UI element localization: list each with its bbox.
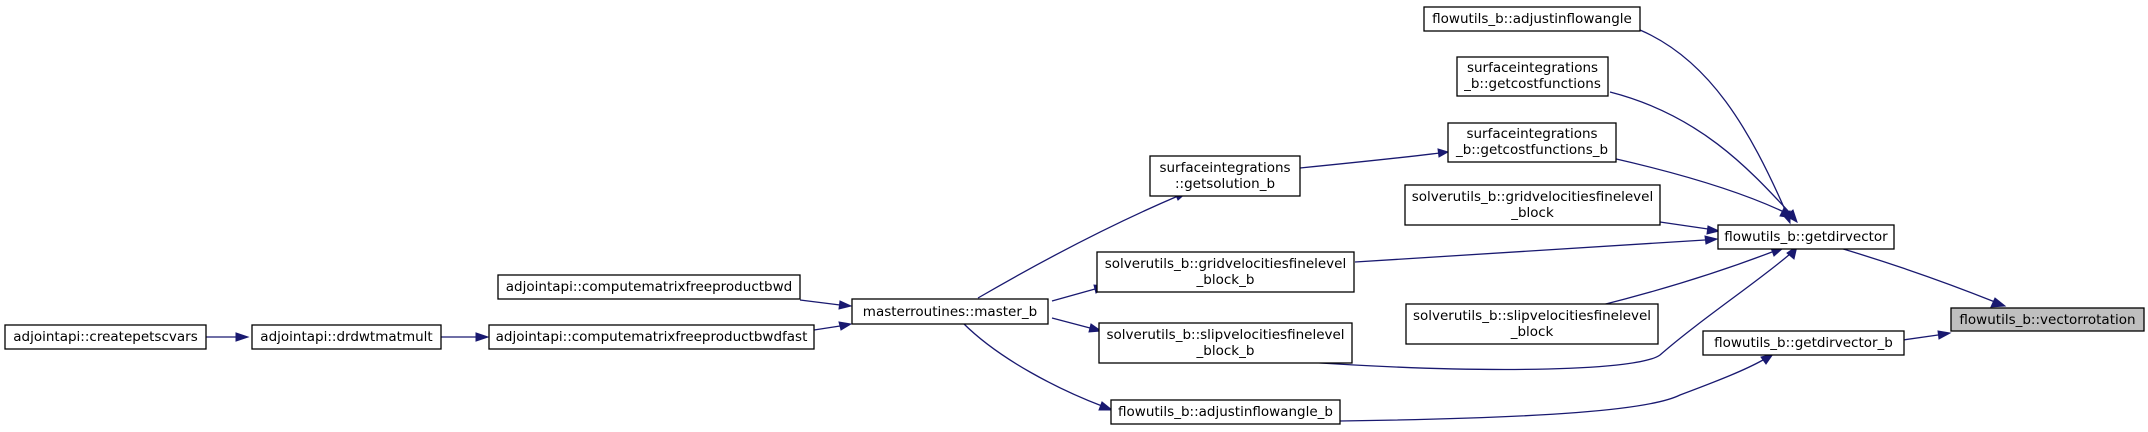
node-gridvel[interactable]: solverutils_b::gridvelocitiesfinelevel _… <box>1404 184 1661 226</box>
edge-master_b-to-bwdfast <box>813 321 853 331</box>
node-slipvel[interactable]: solverutils_b::slipvelocitiesfinelevel _… <box>1405 303 1659 345</box>
svg-text:::getsolution_b: ::getsolution_b <box>1175 176 1275 192</box>
edge-getdirvector_b-to-vectorrotation <box>1902 330 1952 341</box>
edge-slipvel_b-to-master_b <box>1051 317 1103 333</box>
node-getdirvector[interactable]: flowutils_b::getdirvector <box>1717 224 1895 250</box>
svg-text:solverutils_b::gridvelocitiesf: solverutils_b::gridvelocitiesfinelevel <box>1105 256 1346 272</box>
node-adjustinflowangle[interactable]: flowutils_b::adjustinflowangle <box>1423 6 1641 32</box>
node-getsolution_b[interactable]: surfaceintegrations ::getsolution_b <box>1149 155 1301 197</box>
svg-text:surfaceintegrations: surfaceintegrations <box>1467 60 1598 76</box>
svg-text:solverutils_b::gridvelocitiesf: solverutils_b::gridvelocitiesfinelevel <box>1412 189 1653 205</box>
edge-adjustinflowangle-to-getdirvector <box>1639 29 1791 225</box>
node-bwd[interactable]: adjointapi::computematrixfreeproductbwd <box>497 274 801 300</box>
svg-text:masterroutines::master_b: masterroutines::master_b <box>863 304 1037 320</box>
edge-adjustinflowangle_b-to-master_b <box>962 322 1114 411</box>
svg-text:adjointapi::createpetscvars: adjointapi::createpetscvars <box>13 329 197 345</box>
node-slipvel_b[interactable]: solverutils_b::slipvelocitiesfinelevel _… <box>1098 322 1353 364</box>
edge-gridvel_b-to-getdirvector <box>1354 235 1719 263</box>
node-bwdfast[interactable]: adjointapi::computematrixfreeproductbwdf… <box>488 324 815 350</box>
edge-master_b-to-bwd <box>799 299 853 310</box>
node-getcostfunctions_b[interactable]: surfaceintegrations _b::getcostfunctions… <box>1447 122 1617 163</box>
svg-text:solverutils_b::slipvelocitiesf: solverutils_b::slipvelocitiesfinelevel <box>1106 327 1344 343</box>
edge-gridvel-to-getdirvector <box>1659 221 1721 235</box>
svg-text:flowutils_b::getdirvector_b: flowutils_b::getdirvector_b <box>1714 335 1893 351</box>
svg-text:adjointapi::computematrixfreep: adjointapi::computematrixfreeproductbwdf… <box>496 329 808 345</box>
node-getcostfunctions[interactable]: surfaceintegrations _b::getcostfunctions <box>1456 56 1609 97</box>
svg-text:_block_b: _block_b <box>1196 272 1255 288</box>
node-adjustinflowangle_b[interactable]: flowutils_b::adjustinflowangle_b <box>1110 399 1341 425</box>
svg-text:solverutils_b::slipvelocitiesf: solverutils_b::slipvelocitiesfinelevel <box>1413 308 1651 324</box>
svg-text:flowutils_b::adjustinflowangle: flowutils_b::adjustinflowangle <box>1432 11 1632 27</box>
node-vectorrotation[interactable]: flowutils_b::vectorrotation <box>1950 307 2145 332</box>
edge-getcostfunctions_b-to-getsolution_b <box>1299 148 1450 169</box>
svg-text:_b::getcostfunctions: _b::getcostfunctions <box>1463 76 1601 92</box>
node-createpetsc[interactable]: adjointapi::createpetscvars <box>4 324 207 350</box>
svg-text:surfaceintegrations: surfaceintegrations <box>1159 160 1290 176</box>
edge-slipvel-to-getdirvector <box>1597 247 1785 307</box>
svg-text:_b::getcostfunctions_b: _b::getcostfunctions_b <box>1455 142 1608 158</box>
svg-text:surfaceintegrations: surfaceintegrations <box>1466 126 1597 142</box>
svg-text:flowutils_b::getdirvector: flowutils_b::getdirvector <box>1724 229 1888 245</box>
svg-text:_block: _block <box>1510 205 1554 221</box>
svg-text:_block_b: _block_b <box>1196 343 1255 359</box>
edge-adjustinflowangle_b-to-getdirvector_b <box>1339 353 1775 422</box>
svg-text:adjointapi::drdwtmatmult: adjointapi::drdwtmatmult <box>260 329 432 345</box>
edge-drdwt-to-createpetsc <box>206 332 250 342</box>
node-gridvel_b[interactable]: solverutils_b::gridvelocitiesfinelevel _… <box>1096 251 1355 293</box>
svg-text:flowutils_b::vectorrotation: flowutils_b::vectorrotation <box>1959 312 2135 328</box>
edge-getdirvector-to-vectorrotation <box>1839 247 2007 308</box>
node-getdirvector_b[interactable]: flowutils_b::getdirvector_b <box>1702 330 1905 356</box>
svg-text:flowutils_b::adjustinflowangle: flowutils_b::adjustinflowangle_b <box>1118 404 1333 420</box>
node-drdwt[interactable]: adjointapi::drdwtmatmult <box>251 324 442 350</box>
svg-text:adjointapi::computematrixfreep: adjointapi::computematrixfreeproductbwd <box>506 279 792 295</box>
edge-bwdfast-to-drdwt <box>441 332 490 342</box>
node-master_b[interactable]: masterroutines::master_b <box>851 298 1049 325</box>
edge-getcostfunctions_b-to-getdirvector <box>1611 157 1795 219</box>
svg-text:_block: _block <box>1510 324 1554 340</box>
